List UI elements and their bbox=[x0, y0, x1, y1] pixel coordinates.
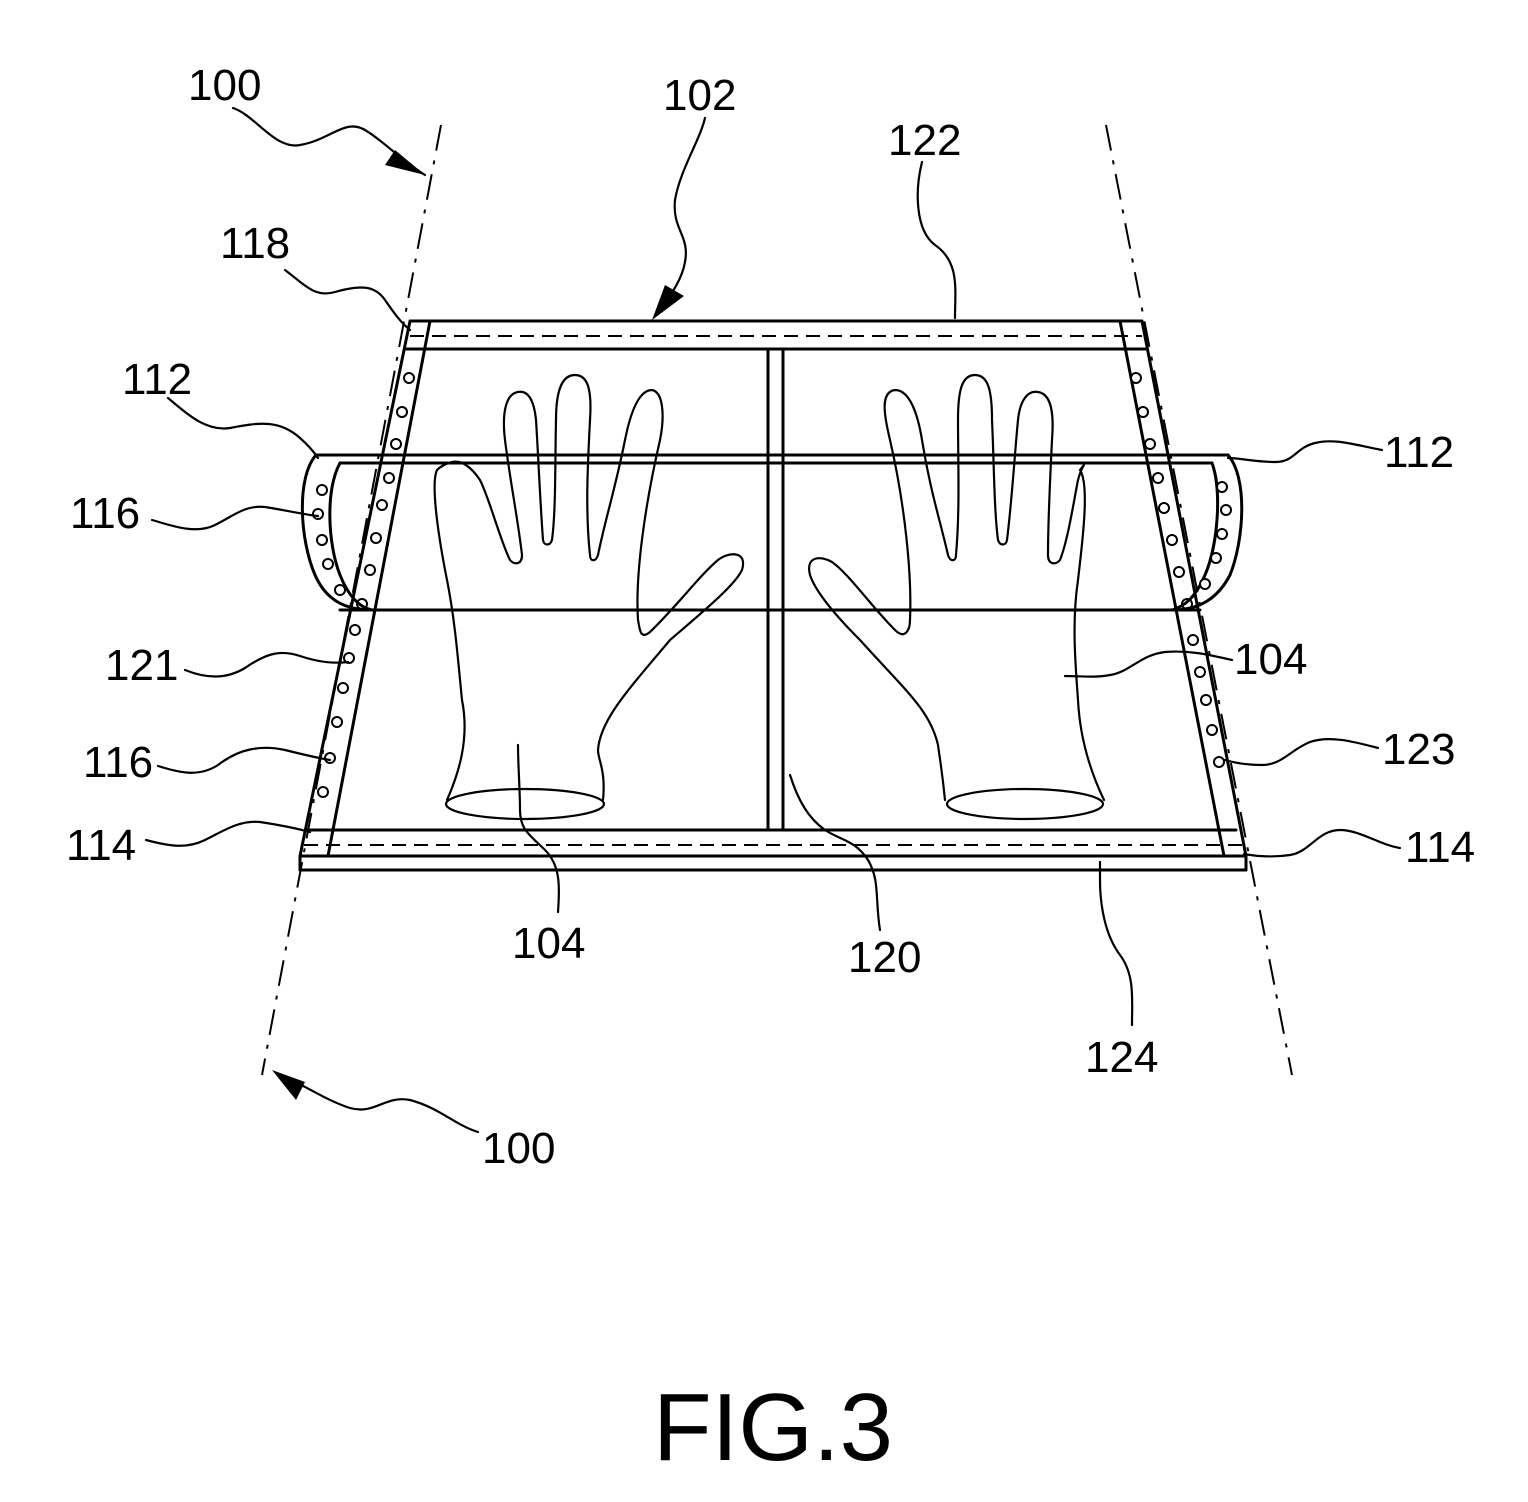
glove-left bbox=[435, 375, 743, 819]
perforations-left bbox=[318, 373, 414, 797]
label-122: 122 bbox=[888, 116, 961, 165]
label-123: 123 bbox=[1382, 725, 1455, 774]
reference-numerals: 100 102 122 118 112 112 116 121 104 123 … bbox=[66, 61, 1475, 1173]
label-116-upper: 116 bbox=[70, 489, 140, 538]
figure-caption: FIG.3 bbox=[653, 1374, 893, 1481]
perforations-right bbox=[1131, 373, 1224, 767]
label-120: 120 bbox=[848, 933, 921, 982]
roll-extension-lines bbox=[262, 125, 1292, 1075]
glove-right bbox=[809, 375, 1104, 819]
label-102: 102 bbox=[663, 71, 736, 120]
label-121: 121 bbox=[105, 641, 178, 690]
label-116-lower: 116 bbox=[83, 738, 153, 787]
label-100-top: 100 bbox=[188, 61, 261, 110]
label-112-left: 112 bbox=[122, 355, 192, 404]
label-114-right: 114 bbox=[1405, 823, 1475, 872]
label-124: 124 bbox=[1085, 1033, 1158, 1082]
leader-lines bbox=[146, 108, 1400, 1132]
label-100-bottom: 100 bbox=[482, 1124, 555, 1173]
label-104-right: 104 bbox=[1234, 635, 1307, 684]
glove-sheet-panel bbox=[300, 321, 1246, 870]
label-118: 118 bbox=[220, 219, 290, 268]
label-114-left: 114 bbox=[66, 821, 136, 870]
roller-band bbox=[302, 455, 1241, 610]
label-104-bottom: 104 bbox=[512, 919, 585, 968]
label-112-right: 112 bbox=[1384, 428, 1454, 477]
